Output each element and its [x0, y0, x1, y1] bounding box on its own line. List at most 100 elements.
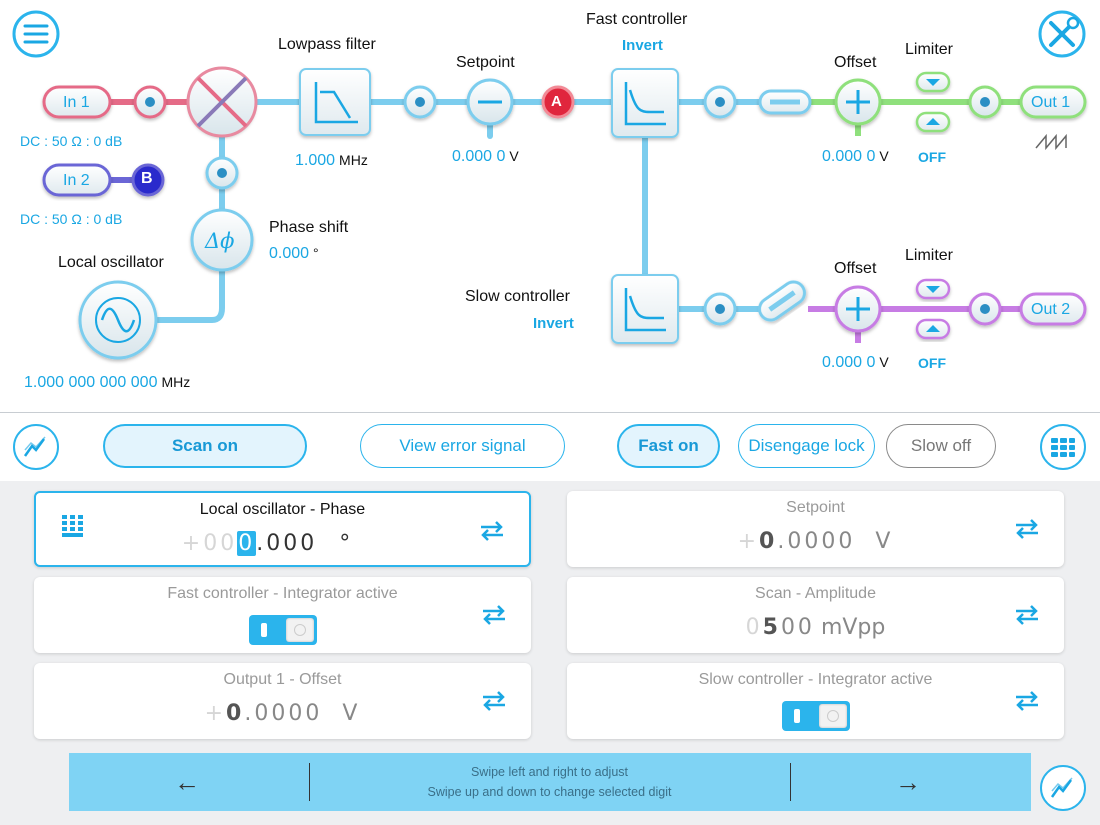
graph-icon[interactable] [13, 424, 59, 470]
scan-on-button[interactable]: Scan on [103, 424, 307, 468]
limiter1-label: Limiter [905, 41, 954, 58]
out1-tap-node[interactable] [968, 85, 1002, 119]
swipe-hint-line2: Swipe up and down to change selected dig… [427, 785, 672, 799]
out1-label[interactable]: Out 1 [1031, 94, 1071, 111]
card-title: Fast controller - Integrator active [167, 585, 398, 602]
card-value[interactable]: +000.000° [181, 531, 354, 556]
out1-port[interactable] [1019, 85, 1087, 119]
in2-settings[interactable]: DC : 50 Ω : 0 dB [20, 211, 123, 227]
offset2-label: Offset [834, 260, 877, 277]
disengage-lock-button[interactable]: Disengage lock [738, 424, 875, 468]
fast-integrator-toggle[interactable] [248, 615, 317, 645]
in2-port[interactable] [42, 163, 112, 197]
swap-arrows-icon[interactable] [1014, 691, 1040, 711]
divider [0, 412, 1100, 413]
marker-b-label: B [141, 170, 153, 187]
swap-arrows-icon[interactable] [1014, 519, 1040, 539]
offset1-label: Offset [834, 54, 877, 71]
swipe-divider-right [790, 763, 791, 801]
out2-tap-node[interactable] [968, 292, 1002, 326]
slow-invert-toggle[interactable]: Invert [533, 315, 574, 332]
local-oscillator-label: Local oscillator [58, 254, 164, 271]
out2-label[interactable]: Out 2 [1031, 301, 1071, 318]
in2-label[interactable]: In 2 [63, 172, 90, 189]
limiter1-upper-button[interactable] [915, 71, 951, 93]
sawtooth-icon [1035, 133, 1067, 151]
card-slow-integrator[interactable]: Slow controller - Integrator active [567, 663, 1064, 739]
slow-integrator-toggle[interactable] [781, 701, 850, 731]
lowpass-filter-button[interactable] [299, 68, 371, 136]
in1-settings[interactable]: DC : 50 Ω : 0 dB [20, 133, 123, 149]
limiter2-state[interactable]: OFF [918, 355, 946, 371]
mixer-icon[interactable] [186, 66, 258, 138]
left-arrow-icon: ← [174, 767, 200, 797]
fast-controller-button[interactable] [611, 68, 679, 138]
swap-arrows-icon[interactable] [479, 521, 505, 541]
fast-out-node[interactable] [703, 85, 737, 119]
phase-shift-value[interactable]: 0.000° [269, 245, 319, 262]
limiter1-lower-button[interactable] [915, 111, 951, 133]
menu-icon[interactable] [12, 10, 60, 58]
lowpass-label: Lowpass filter [278, 36, 376, 53]
swap-arrows-icon[interactable] [481, 605, 507, 625]
limiter2-label: Limiter [905, 247, 954, 264]
marker-b[interactable] [131, 163, 165, 197]
diagram-canvas [12, 10, 1087, 360]
offset1-add-button[interactable] [834, 78, 882, 126]
fast-output-switch[interactable] [758, 89, 812, 115]
grid-icon[interactable] [1040, 424, 1086, 470]
card-title: Scan - Amplitude [755, 585, 876, 602]
fast-invert-toggle[interactable]: Invert [622, 37, 663, 54]
card-fast-integrator[interactable]: Fast controller - Integrator active [34, 577, 531, 653]
in1-tap-node[interactable] [133, 85, 167, 119]
limiter1-state[interactable]: OFF [918, 149, 946, 165]
fast-controller-label: Fast controller [586, 11, 688, 28]
tools-icon[interactable] [1038, 10, 1086, 58]
swipe-divider-left [309, 763, 310, 801]
card-lo-phase[interactable]: Local oscillator - Phase +000.000° [34, 491, 531, 567]
lo-tap-node[interactable] [205, 156, 239, 190]
keypad-icon[interactable] [62, 515, 84, 539]
card-title: Local oscillator - Phase [199, 501, 366, 518]
swap-arrows-icon[interactable] [481, 691, 507, 711]
right-arrow-icon: → [895, 767, 921, 797]
slow-output-switch[interactable] [755, 278, 809, 325]
limiter2-upper-button[interactable] [915, 278, 951, 300]
slow-controller-label: Slow controller [465, 288, 570, 305]
swap-arrows-icon[interactable] [1014, 605, 1040, 625]
setpoint-label: Setpoint [456, 54, 515, 71]
swipe-area[interactable]: ← Swipe left and right to adjust Swipe u… [69, 753, 1031, 811]
out2-port[interactable] [1019, 292, 1087, 326]
view-error-signal-button[interactable]: View error signal [360, 424, 565, 468]
toolbar: Scan on View error signal Fast on Diseng… [0, 413, 1100, 481]
local-oscillator-button[interactable] [78, 280, 158, 360]
slow-out-node[interactable] [703, 292, 737, 326]
setpoint-subtract-button[interactable] [466, 78, 514, 126]
card-title: Slow controller - Integrator active [698, 671, 933, 688]
slow-controller-button[interactable] [611, 274, 679, 344]
phase-shift-label: Phase shift [269, 219, 349, 236]
graph-icon[interactable] [1040, 765, 1086, 811]
fast-on-button[interactable]: Fast on [617, 424, 720, 468]
limiter2-lower-button[interactable] [915, 318, 951, 340]
phase-shift-button[interactable] [190, 208, 254, 272]
swipe-hint-line1: Swipe left and right to adjust [470, 765, 629, 779]
phase-shift-symbol: Δϕ [205, 229, 235, 253]
lowpass-out-node[interactable] [403, 85, 437, 119]
in1-label[interactable]: In 1 [63, 94, 90, 111]
in1-port[interactable] [42, 85, 112, 119]
offset2-add-button[interactable] [834, 285, 882, 333]
slow-off-button[interactable]: Slow off [886, 424, 996, 468]
marker-a[interactable] [541, 85, 575, 119]
